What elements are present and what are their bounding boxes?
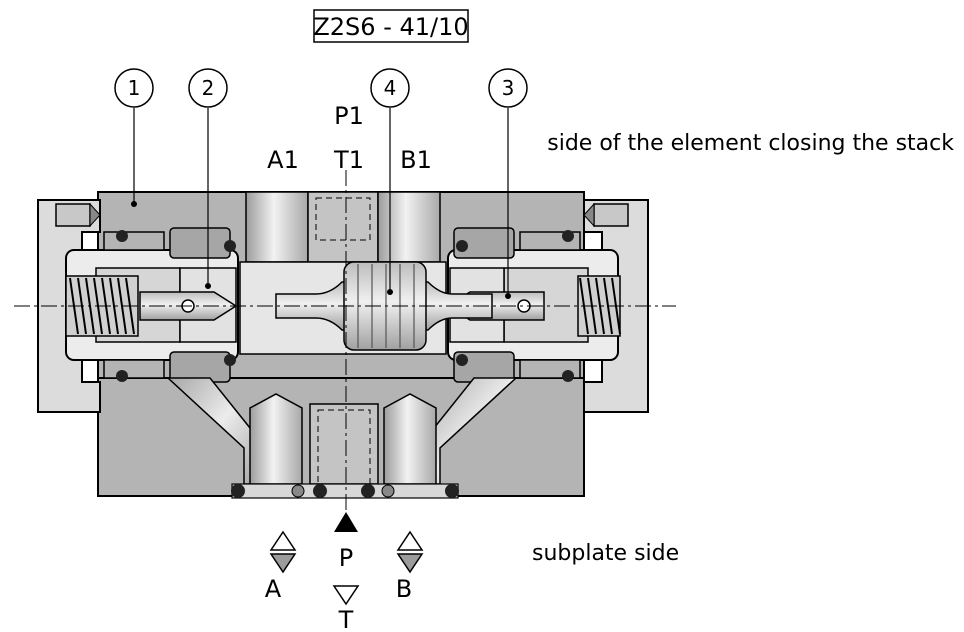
subplate-side-annotation: subplate side: [532, 541, 679, 566]
callout-1: 1: [114, 68, 154, 207]
port-label-p: P: [339, 544, 353, 572]
port-label-b: B: [396, 575, 412, 603]
port-a-flow-symbol: [269, 530, 297, 574]
stack-side-annotation: side of the element closing the stack: [547, 131, 954, 156]
port-label-a1: A1: [267, 146, 299, 174]
port-p-pressure-symbol: [334, 512, 358, 532]
svg-text:4: 4: [384, 76, 397, 100]
model-title: Z2S6 - 41/10: [313, 9, 469, 43]
callout-2: 2: [188, 68, 228, 289]
port-t-tank-symbol: [332, 585, 360, 606]
svg-text:1: 1: [128, 76, 141, 100]
upper-port-bores: [245, 191, 441, 263]
port-b-flow-symbol: [396, 530, 424, 574]
o-ring-seals: [116, 230, 574, 382]
port-label-p1: P1: [334, 102, 364, 130]
port-label-b1: B1: [400, 146, 432, 174]
port-label-a: A: [265, 575, 282, 603]
svg-text:2: 2: [202, 76, 215, 100]
callout-3: 3: [488, 68, 528, 299]
port-label-t: T: [338, 606, 354, 632]
svg-text:3: 3: [502, 76, 515, 100]
svg-text:Z2S6 - 41/10: Z2S6 - 41/10: [313, 13, 468, 41]
callout-4: 4: [370, 68, 410, 295]
port-label-t1: T1: [333, 146, 364, 174]
subplate-seals: [231, 483, 459, 499]
centerlines: [14, 170, 676, 512]
